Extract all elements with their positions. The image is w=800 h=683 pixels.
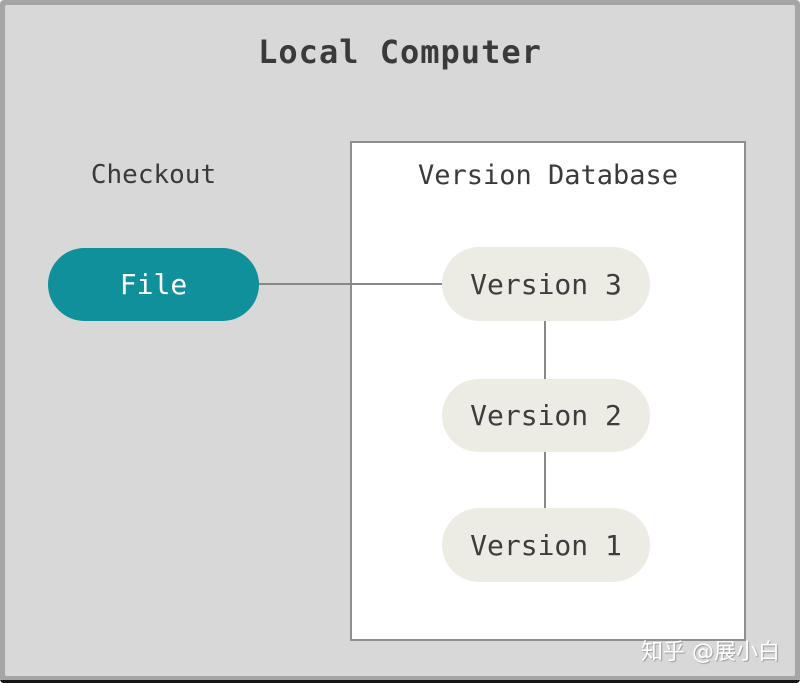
version-database-title: Version Database (417, 160, 679, 191)
version-node-3: Version 3 (442, 247, 650, 321)
bottom-bar (0, 680, 800, 683)
diagram-title: Local Computer (258, 33, 542, 71)
connector-file-to-version3 (258, 283, 444, 285)
file-node: File (48, 248, 259, 321)
checkout-label: Checkout (90, 160, 217, 190)
version-node-2: Version 2 (442, 379, 650, 452)
version-node-1: Version 1 (442, 508, 650, 582)
connector-version2-to-version1 (544, 452, 546, 509)
connector-version3-to-version2 (544, 321, 546, 380)
watermark: 知乎 @展小白 (641, 640, 780, 665)
